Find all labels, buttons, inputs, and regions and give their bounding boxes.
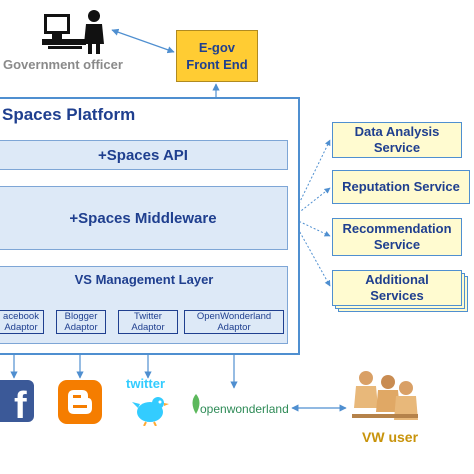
additional-line2: Services [370, 288, 424, 303]
recommendation-line2: Service [373, 237, 421, 252]
egov-front-end-box[interactable]: E-gov Front End [176, 30, 258, 82]
twitter-wordmark: twitter [126, 376, 165, 391]
egov-line1: E-gov [198, 40, 236, 55]
spaces-api-band[interactable]: +Spaces API [0, 140, 288, 170]
government-officer-icon [42, 10, 104, 54]
vw-user-label: VW user [362, 429, 419, 445]
twitter-adaptor-line1: Twitter [134, 311, 162, 322]
blogger-adaptor-line2: Adaptor [64, 322, 98, 333]
officer-egov-arrow [111, 28, 175, 54]
openwonderland-adaptor-line2: Adaptor [217, 322, 251, 333]
reputation-service-box[interactable]: Reputation Service [332, 170, 470, 204]
facebook-logo-icon: f [0, 380, 34, 427]
data-analysis-line1: Data Analysis [354, 124, 440, 139]
svg-text:f: f [14, 385, 27, 422]
facebook-adaptor-line2: Adaptor [4, 322, 38, 333]
platform-title: Spaces Platform [2, 105, 136, 124]
additional-line1: Additional [365, 272, 429, 287]
blogger-logo-icon [58, 380, 102, 424]
facebook-adaptor-line1: acebook [3, 311, 39, 322]
openwonderland-adaptor-line1: OpenWonderland [196, 311, 272, 322]
government-officer-label: Government officer [3, 57, 123, 72]
blogger-adaptor-line1: Blogger [64, 311, 98, 322]
openwonderland-wordmark: openwonderland [200, 402, 289, 416]
egov-line2: Front End [186, 57, 248, 72]
data-analysis-line2: Service [373, 140, 421, 155]
twitter-bird-icon [132, 397, 169, 426]
openwonderland-leaf-icon [192, 394, 200, 414]
reputation-line1: Reputation Service [342, 179, 460, 194]
vw-user-group-icon [352, 371, 418, 420]
mw-service-1-arrow [291, 139, 331, 219]
twitter-adaptor-line2: Adaptor [131, 322, 165, 333]
mw-service-3-arrow [291, 217, 331, 237]
spaces-middleware-band[interactable]: +Spaces Middleware [0, 186, 288, 250]
vs-management-title: VS Management Layer [74, 272, 214, 287]
recommendation-line1: Recommendation [342, 221, 452, 236]
